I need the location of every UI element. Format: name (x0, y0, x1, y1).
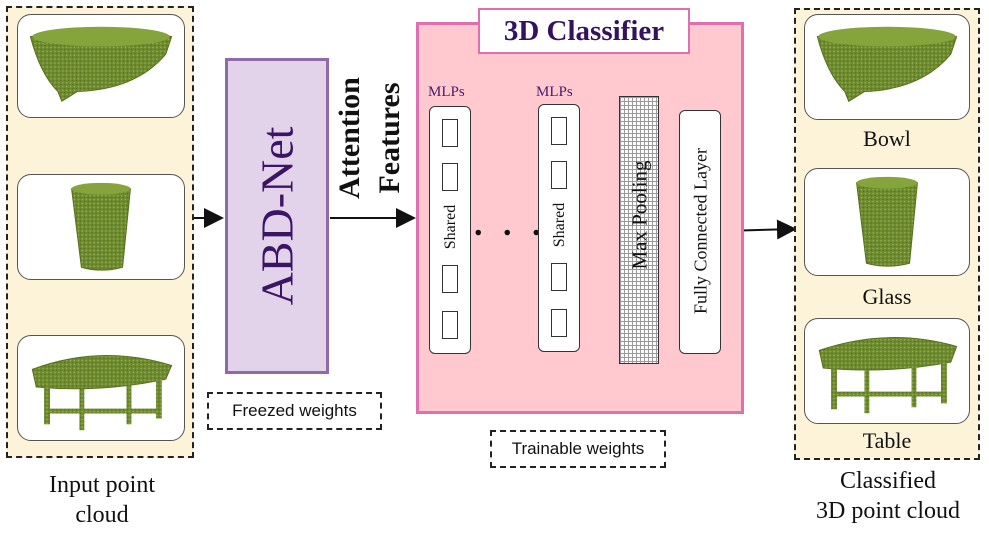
glass-point-cloud-icon (856, 176, 918, 267)
mlp-unit (442, 119, 458, 147)
table-point-cloud-icon (31, 355, 173, 431)
mlp-unit (551, 309, 567, 337)
glass-label: Glass (862, 284, 912, 309)
mlp-label-1: MLPs (428, 84, 465, 100)
input-table-thumbnail (17, 335, 185, 441)
shared-label-2: Shared (551, 202, 568, 248)
fully-connected-layer-block: Fully Connected Layer (679, 110, 721, 354)
trainable-weights-note: Trainable weights (490, 430, 666, 468)
output-glass-thumbnail (804, 168, 970, 276)
glass-point-cloud-icon (71, 182, 131, 271)
bowl-label: Bowl (863, 126, 911, 151)
max-pooling-label: Max Pooling (627, 160, 652, 270)
mlp-label-2: MLPs (536, 84, 573, 100)
mlp-unit (442, 265, 458, 293)
mlp-unit (551, 117, 567, 145)
output-caption: Classified 3D point cloud (816, 468, 960, 524)
classifier-title: 3D Classifier (478, 8, 690, 54)
table-point-cloud-icon (818, 337, 958, 414)
output-bowl-thumbnail (804, 14, 970, 120)
fully-connected-layer-label: Fully Connected Layer (690, 148, 711, 314)
input-bowl-thumbnail (17, 14, 185, 118)
input-glass-thumbnail (17, 174, 185, 280)
ellipsis: . . . (474, 206, 547, 243)
mlp-unit (551, 161, 567, 189)
input-caption: Input point cloud (49, 472, 155, 528)
output-table-thumbnail (804, 318, 970, 424)
abd-net-block: ABD-Net (225, 58, 329, 374)
max-pooling-block: Max Pooling (619, 96, 659, 364)
attention-label: Attention (333, 77, 366, 199)
freezed-weights-note: Freezed weights (207, 392, 382, 430)
shared-mlp-column-2: Shared (538, 104, 580, 352)
abd-net-label: ABD-Net (251, 126, 303, 306)
mlp-unit (442, 311, 458, 339)
features-label: Features (373, 82, 406, 194)
mlp-unit (551, 263, 567, 291)
mlp-unit (442, 163, 458, 191)
shared-mlp-column-1: Shared (429, 106, 471, 354)
table-label: Table (862, 428, 912, 453)
bowl-point-cloud-icon (816, 26, 958, 103)
shared-label-1: Shared (442, 204, 459, 250)
bowl-point-cloud-icon (29, 26, 173, 103)
